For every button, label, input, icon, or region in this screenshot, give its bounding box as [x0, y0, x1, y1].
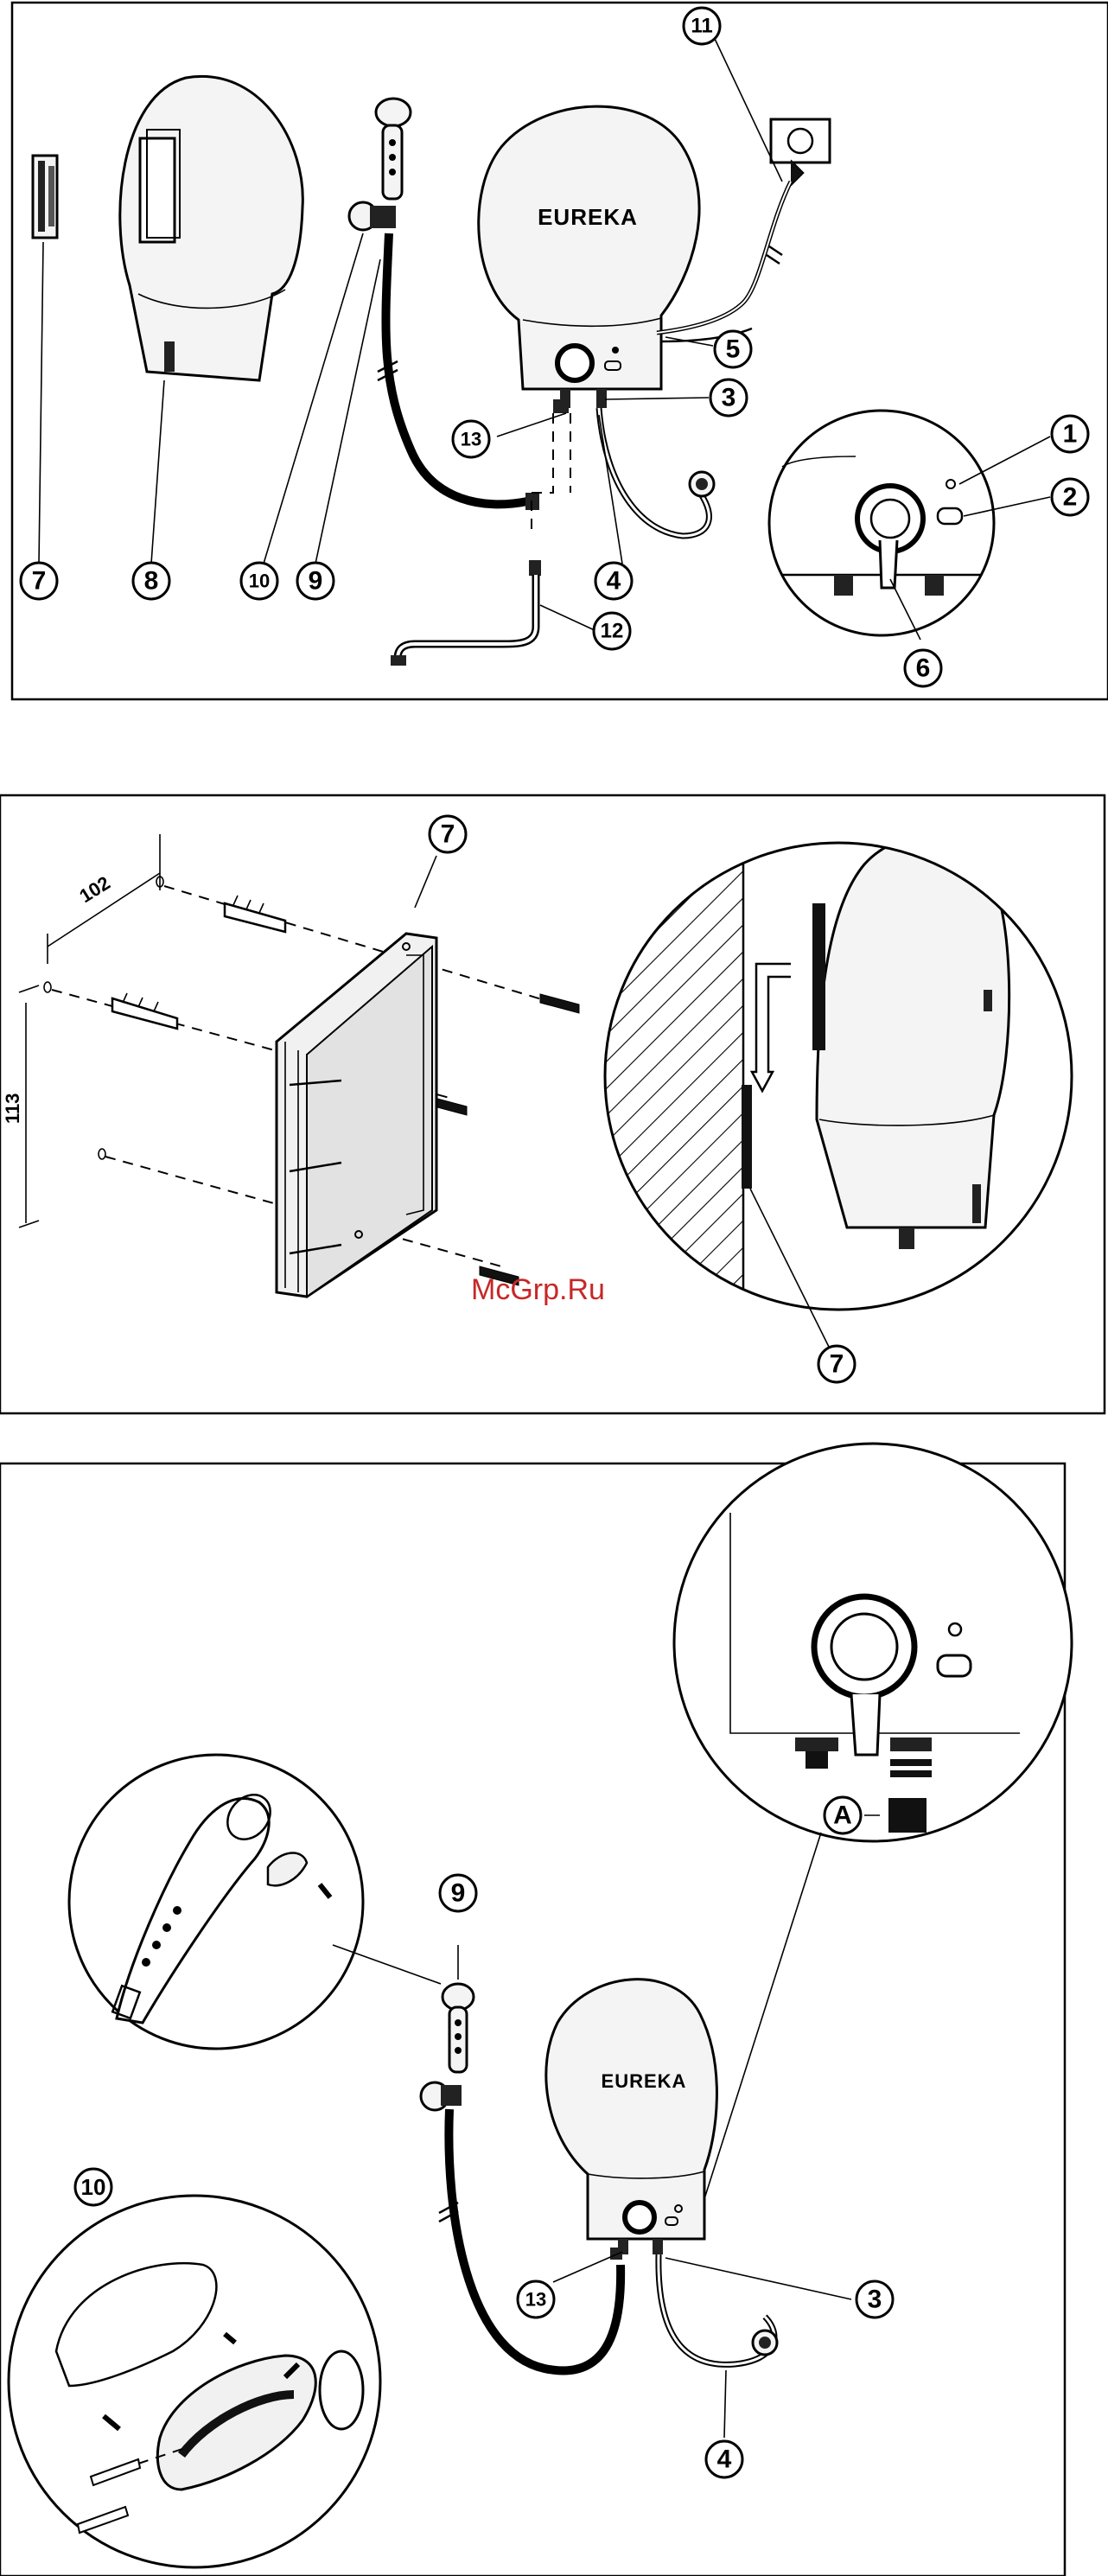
control-detail-zoom — [769, 411, 994, 635]
inlet-pipe-installed — [659, 2254, 777, 2364]
callout-11: 11 — [684, 8, 720, 44]
svg-text:12: 12 — [601, 620, 624, 643]
heater-hanging-detail — [596, 830, 1072, 1349]
callout-8: 8 — [133, 563, 169, 599]
shower-head-detail — [69, 1755, 363, 2049]
svg-text:10: 10 — [81, 2174, 106, 2200]
svg-text:2: 2 — [1063, 483, 1078, 512]
callout-3-panel3: 3 — [856, 2281, 893, 2318]
svg-text:4: 4 — [607, 567, 621, 596]
callout-10-panel3: 10 — [75, 2169, 111, 2205]
wall-bracket-part — [33, 156, 57, 238]
svg-text:13: 13 — [525, 2289, 546, 2311]
water-heater-unit: EUREKA — [479, 106, 699, 413]
callout-9-panel3: 9 — [440, 1875, 476, 1911]
panel-wall-mounting: 102 113 — [0, 795, 1105, 1413]
callout-13-panel3: 13 — [518, 2281, 554, 2318]
callout-9: 9 — [297, 563, 334, 599]
svg-text:10: 10 — [249, 571, 270, 592]
brand-logo-2: EUREKA — [602, 2070, 687, 2092]
leader-7a — [415, 856, 436, 908]
watermark: McGrp.Ru — [471, 1273, 605, 1306]
callout-4: 4 — [595, 563, 632, 599]
svg-text:9: 9 — [309, 567, 323, 596]
panel-shower-installation: A EUREKA — [0, 1444, 1072, 2576]
callout-10: 10 — [241, 563, 277, 599]
leader-4 — [724, 2370, 726, 2438]
callout-7-bracket: 7 — [430, 816, 466, 852]
svg-text:3: 3 — [722, 384, 736, 412]
svg-text:7: 7 — [830, 1350, 844, 1379]
outlet-detail-zoom — [674, 1444, 1072, 1841]
fitting-part-a — [888, 1798, 927, 1833]
shower-holder-detail — [9, 2196, 380, 2567]
water-heater-unit-installed: EUREKA — [546, 1980, 717, 2260]
svg-text:8: 8 — [144, 567, 159, 596]
leader-zoom-to-heater — [696, 1833, 821, 2226]
callout-A: A — [825, 1797, 861, 1833]
callout-4-panel3: 4 — [706, 2441, 742, 2477]
dimension-width-label: 102 — [75, 872, 113, 908]
callout-7-detail: 7 — [818, 1346, 855, 1382]
heater-cover-part — [120, 76, 302, 380]
svg-text:6: 6 — [916, 654, 931, 683]
mounting-dimensions: 102 113 — [2, 834, 160, 1227]
inlet-pipe — [599, 408, 714, 536]
callout-7: 7 — [21, 563, 57, 599]
svg-text:3: 3 — [868, 2286, 882, 2314]
svg-text:13: 13 — [461, 429, 481, 450]
leader-13 — [553, 2252, 622, 2282]
leader-3 — [665, 2258, 851, 2299]
svg-text:1: 1 — [1063, 420, 1078, 449]
callout-6: 6 — [905, 650, 941, 686]
callout-3: 3 — [710, 379, 747, 416]
svg-text:9: 9 — [451, 1879, 466, 1908]
brand-logo: EUREKA — [538, 204, 638, 230]
shower-holder-part — [349, 202, 396, 230]
leader-7b — [750, 1189, 830, 1349]
svg-text:7: 7 — [32, 567, 47, 596]
callout-12: 12 — [594, 613, 630, 649]
svg-text:5: 5 — [726, 335, 741, 364]
callout-2: 2 — [1052, 479, 1088, 515]
panel-components-overview: EUREKA — [12, 3, 1108, 699]
callout-1: 1 — [1052, 416, 1088, 452]
callout-13: 13 — [453, 421, 489, 457]
svg-text:4: 4 — [717, 2445, 732, 2474]
dimension-height-label: 113 — [2, 1094, 23, 1125]
svg-text:A: A — [833, 1801, 852, 1830]
svg-text:7: 7 — [441, 820, 455, 849]
svg-text:11: 11 — [691, 15, 712, 38]
callout-5: 5 — [715, 331, 751, 367]
